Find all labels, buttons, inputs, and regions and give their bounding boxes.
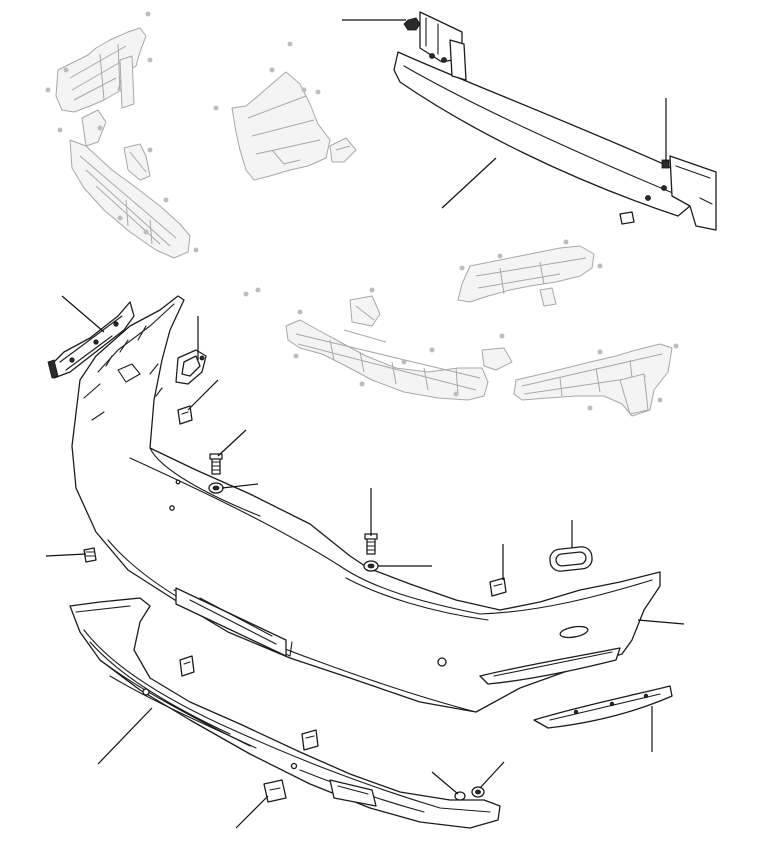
washer-lower <box>363 560 379 572</box>
ghost-splash-shield <box>231 71 357 181</box>
ghost-energy-absorber <box>285 295 513 401</box>
leader-bolt-center <box>217 429 247 457</box>
fastener-b <box>471 786 485 798</box>
leader-left-mounting-bracket <box>61 295 105 333</box>
bolt-center <box>209 453 223 475</box>
ghost-fastener-dots <box>45 11 679 411</box>
ghost-center-brace <box>457 245 595 307</box>
leader-clip-left <box>187 379 219 411</box>
clip-left <box>177 405 193 425</box>
leader-lower-valance <box>97 707 153 765</box>
leader-fastener-a <box>431 771 459 795</box>
leader-reinforcement-beam <box>441 157 497 209</box>
bolt-lower <box>364 533 378 555</box>
leader-lines <box>45 19 685 829</box>
fastener-a <box>179 655 466 801</box>
ghost-side-bracket-right <box>513 343 673 417</box>
reinforcement-beam <box>393 11 717 231</box>
leader-washer-center <box>221 483 259 489</box>
bumper-cover <box>71 295 661 713</box>
leader-valance-clip <box>235 795 269 829</box>
clip-right <box>489 577 507 597</box>
ghost-bracket-assembly-upper-left <box>55 27 191 259</box>
lower-trim-strip <box>533 685 673 729</box>
leader-bumper-cover <box>637 619 685 625</box>
leader-fastener-b <box>479 761 505 789</box>
leader-screw-left <box>45 553 87 557</box>
lower-valance <box>69 597 501 829</box>
reflector-bezel-right <box>549 546 593 572</box>
valance-clip <box>263 779 287 803</box>
sensor-bezel <box>175 349 207 385</box>
nut-upper <box>403 17 421 31</box>
left-mounting-bracket <box>47 301 135 379</box>
washer-center <box>208 482 224 494</box>
screw-left <box>83 547 97 563</box>
